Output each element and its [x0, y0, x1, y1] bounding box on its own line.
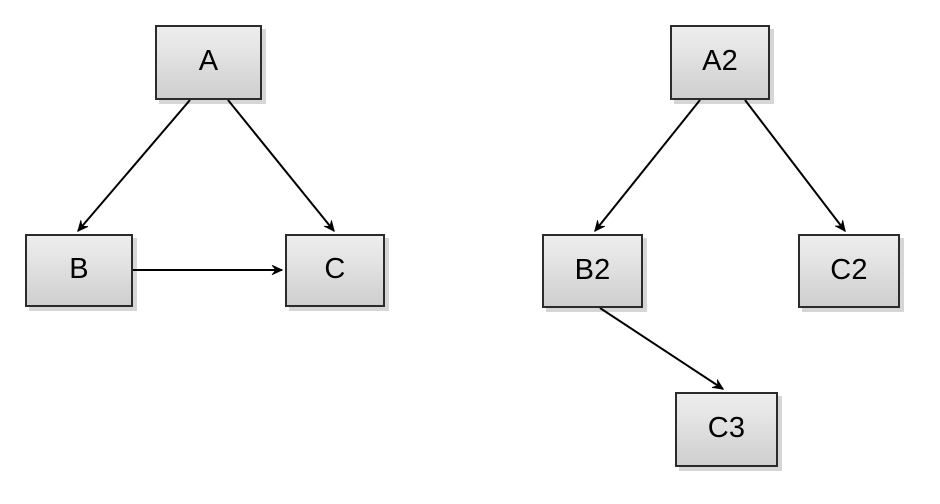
- node-b[interactable]: B: [25, 234, 133, 307]
- edge-a2-b2[interactable]: [595, 99, 701, 231]
- node-c2[interactable]: C2: [798, 234, 900, 308]
- node-label: B: [69, 253, 89, 285]
- node-label: A2: [702, 45, 738, 77]
- node-c3[interactable]: C3: [675, 392, 778, 467]
- node-label: B2: [574, 253, 611, 286]
- node-label: A: [198, 45, 219, 77]
- node-label: C3: [707, 412, 746, 444]
- node-a[interactable]: A: [155, 25, 262, 100]
- node-label: C: [324, 253, 346, 285]
- edge-a-b[interactable]: [78, 99, 191, 231]
- edges-group: [78, 99, 845, 390]
- node-label: C2: [830, 253, 868, 286]
- edge-a-c[interactable]: [227, 99, 334, 231]
- node-c[interactable]: C: [285, 234, 385, 307]
- edge-b2-c3[interactable]: [599, 307, 723, 390]
- node-a2[interactable]: A2: [670, 25, 770, 100]
- node-b2[interactable]: B2: [542, 234, 643, 308]
- edge-a2-c2[interactable]: [744, 99, 845, 231]
